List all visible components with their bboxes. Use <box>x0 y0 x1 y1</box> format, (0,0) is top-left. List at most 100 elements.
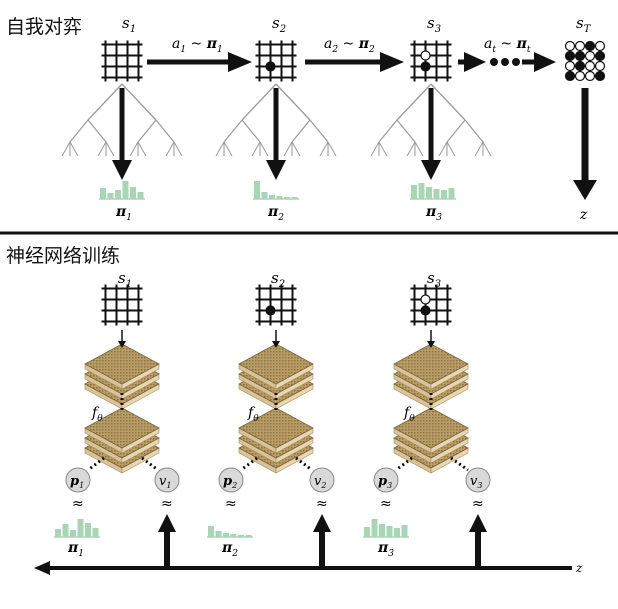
policy-bar <box>208 526 214 537</box>
tree-branch <box>309 119 329 143</box>
network-output-dots <box>87 393 469 472</box>
white-stone <box>564 60 576 72</box>
tree-branch <box>446 141 456 157</box>
tree-branch <box>137 141 147 157</box>
tree-branch <box>464 119 484 143</box>
policy-node-1: p1 <box>65 467 91 493</box>
tree-branch <box>129 141 139 157</box>
policy-bar <box>426 187 432 199</box>
policy-bar <box>77 519 84 537</box>
policy-bar <box>379 524 385 537</box>
value-node-1: v1 <box>154 467 180 493</box>
approx-symbol-p2: ≈ <box>225 496 237 512</box>
tree-branch <box>482 141 492 157</box>
train-board-s3 <box>410 284 452 326</box>
section-title-network-training: 神经网络训练 <box>6 245 121 267</box>
policy-label-3: π3 <box>425 204 442 223</box>
white-stone <box>420 50 431 61</box>
policy-bar <box>371 519 378 537</box>
policy-bar <box>62 524 69 537</box>
black-stone <box>420 305 431 316</box>
svg-text:v2: v2 <box>314 474 326 490</box>
state-label-s1: s1 <box>122 14 136 35</box>
tree-branch <box>173 141 183 157</box>
tree-branch <box>223 141 233 157</box>
train-policy-label-3: π3 <box>377 540 394 559</box>
white-stone <box>574 40 586 52</box>
layer-top <box>238 407 314 449</box>
train-state-label-s3: s3 <box>427 269 441 290</box>
value-node-3: v3 <box>465 467 491 493</box>
tree-branch <box>319 141 329 157</box>
svg-text:v3: v3 <box>470 474 482 490</box>
policy-node-2: p2 <box>218 467 244 493</box>
policy-node-3: p3 <box>373 467 399 493</box>
board-s2 <box>255 40 297 82</box>
tree-branch <box>251 141 261 157</box>
black-stone <box>265 61 276 72</box>
tree-branch <box>69 119 89 143</box>
tree-branch <box>370 141 380 157</box>
black-stone <box>594 50 606 62</box>
search-tree-1 <box>61 83 183 157</box>
train-state-label-s2: s2 <box>271 269 285 290</box>
policy-bar <box>284 197 290 199</box>
tree-branch <box>396 119 416 143</box>
state-label-s2: s2 <box>272 14 286 35</box>
policy-bar <box>122 181 129 199</box>
approx-symbol-p3: ≈ <box>380 496 392 512</box>
policy-bar <box>276 196 283 199</box>
state-label-s3: s3 <box>427 14 441 35</box>
layer-top <box>393 407 469 449</box>
policy-bar <box>386 526 393 537</box>
train-state-label-s1: s1 <box>118 269 132 290</box>
input-arrow-head <box>272 341 280 348</box>
tree-branch <box>283 141 293 157</box>
policy-bar <box>411 185 417 199</box>
policy-bar <box>261 192 268 199</box>
input-arrow-head <box>427 341 435 348</box>
policy-bar <box>100 188 106 199</box>
white-stone <box>574 70 586 82</box>
policy-bar <box>215 531 222 537</box>
tree-branch <box>430 83 466 121</box>
policy-label-1: π1 <box>115 204 132 223</box>
black-stone <box>574 50 586 62</box>
policy-bar <box>137 192 144 199</box>
policy-bar <box>238 535 244 537</box>
board-sT <box>564 40 606 82</box>
policy-bar <box>115 190 121 199</box>
policy-histogram-1 <box>99 181 145 200</box>
white-stone <box>594 40 606 52</box>
svg-text:v1: v1 <box>159 474 171 490</box>
action-label-2: a2 ~ π2 <box>324 36 375 55</box>
tree-branch <box>327 141 337 157</box>
policy-bar <box>401 525 408 537</box>
svg-text:p3: p3 <box>378 474 392 490</box>
train-board-s1 <box>101 284 143 326</box>
train-policy-histogram-3 <box>363 519 409 538</box>
tree-branch <box>215 141 225 157</box>
policy-bar <box>70 530 76 537</box>
network-label-2: fθ <box>247 405 259 424</box>
approx-symbol-p1: ≈ <box>72 496 84 512</box>
tree-branch <box>291 119 311 143</box>
tree-branch <box>241 83 277 121</box>
train-policy-label-1: π1 <box>67 540 84 559</box>
tree-branch <box>223 119 243 143</box>
train-policy-histogram-2 <box>207 526 253 538</box>
layer-top <box>84 343 160 385</box>
tree-branch <box>87 119 107 143</box>
tree-branch <box>105 141 115 157</box>
outcome-label-z: z <box>579 207 588 223</box>
action-arrow-3 <box>458 52 556 72</box>
svg-text:p1: p1 <box>70 474 84 490</box>
policy-bar <box>92 528 99 537</box>
policy-bar <box>130 187 136 199</box>
white-stone <box>594 60 606 72</box>
tree-branch <box>165 141 175 157</box>
approx-symbol-v3: ≈ <box>472 496 484 512</box>
outcome-feedback-line <box>34 514 572 575</box>
